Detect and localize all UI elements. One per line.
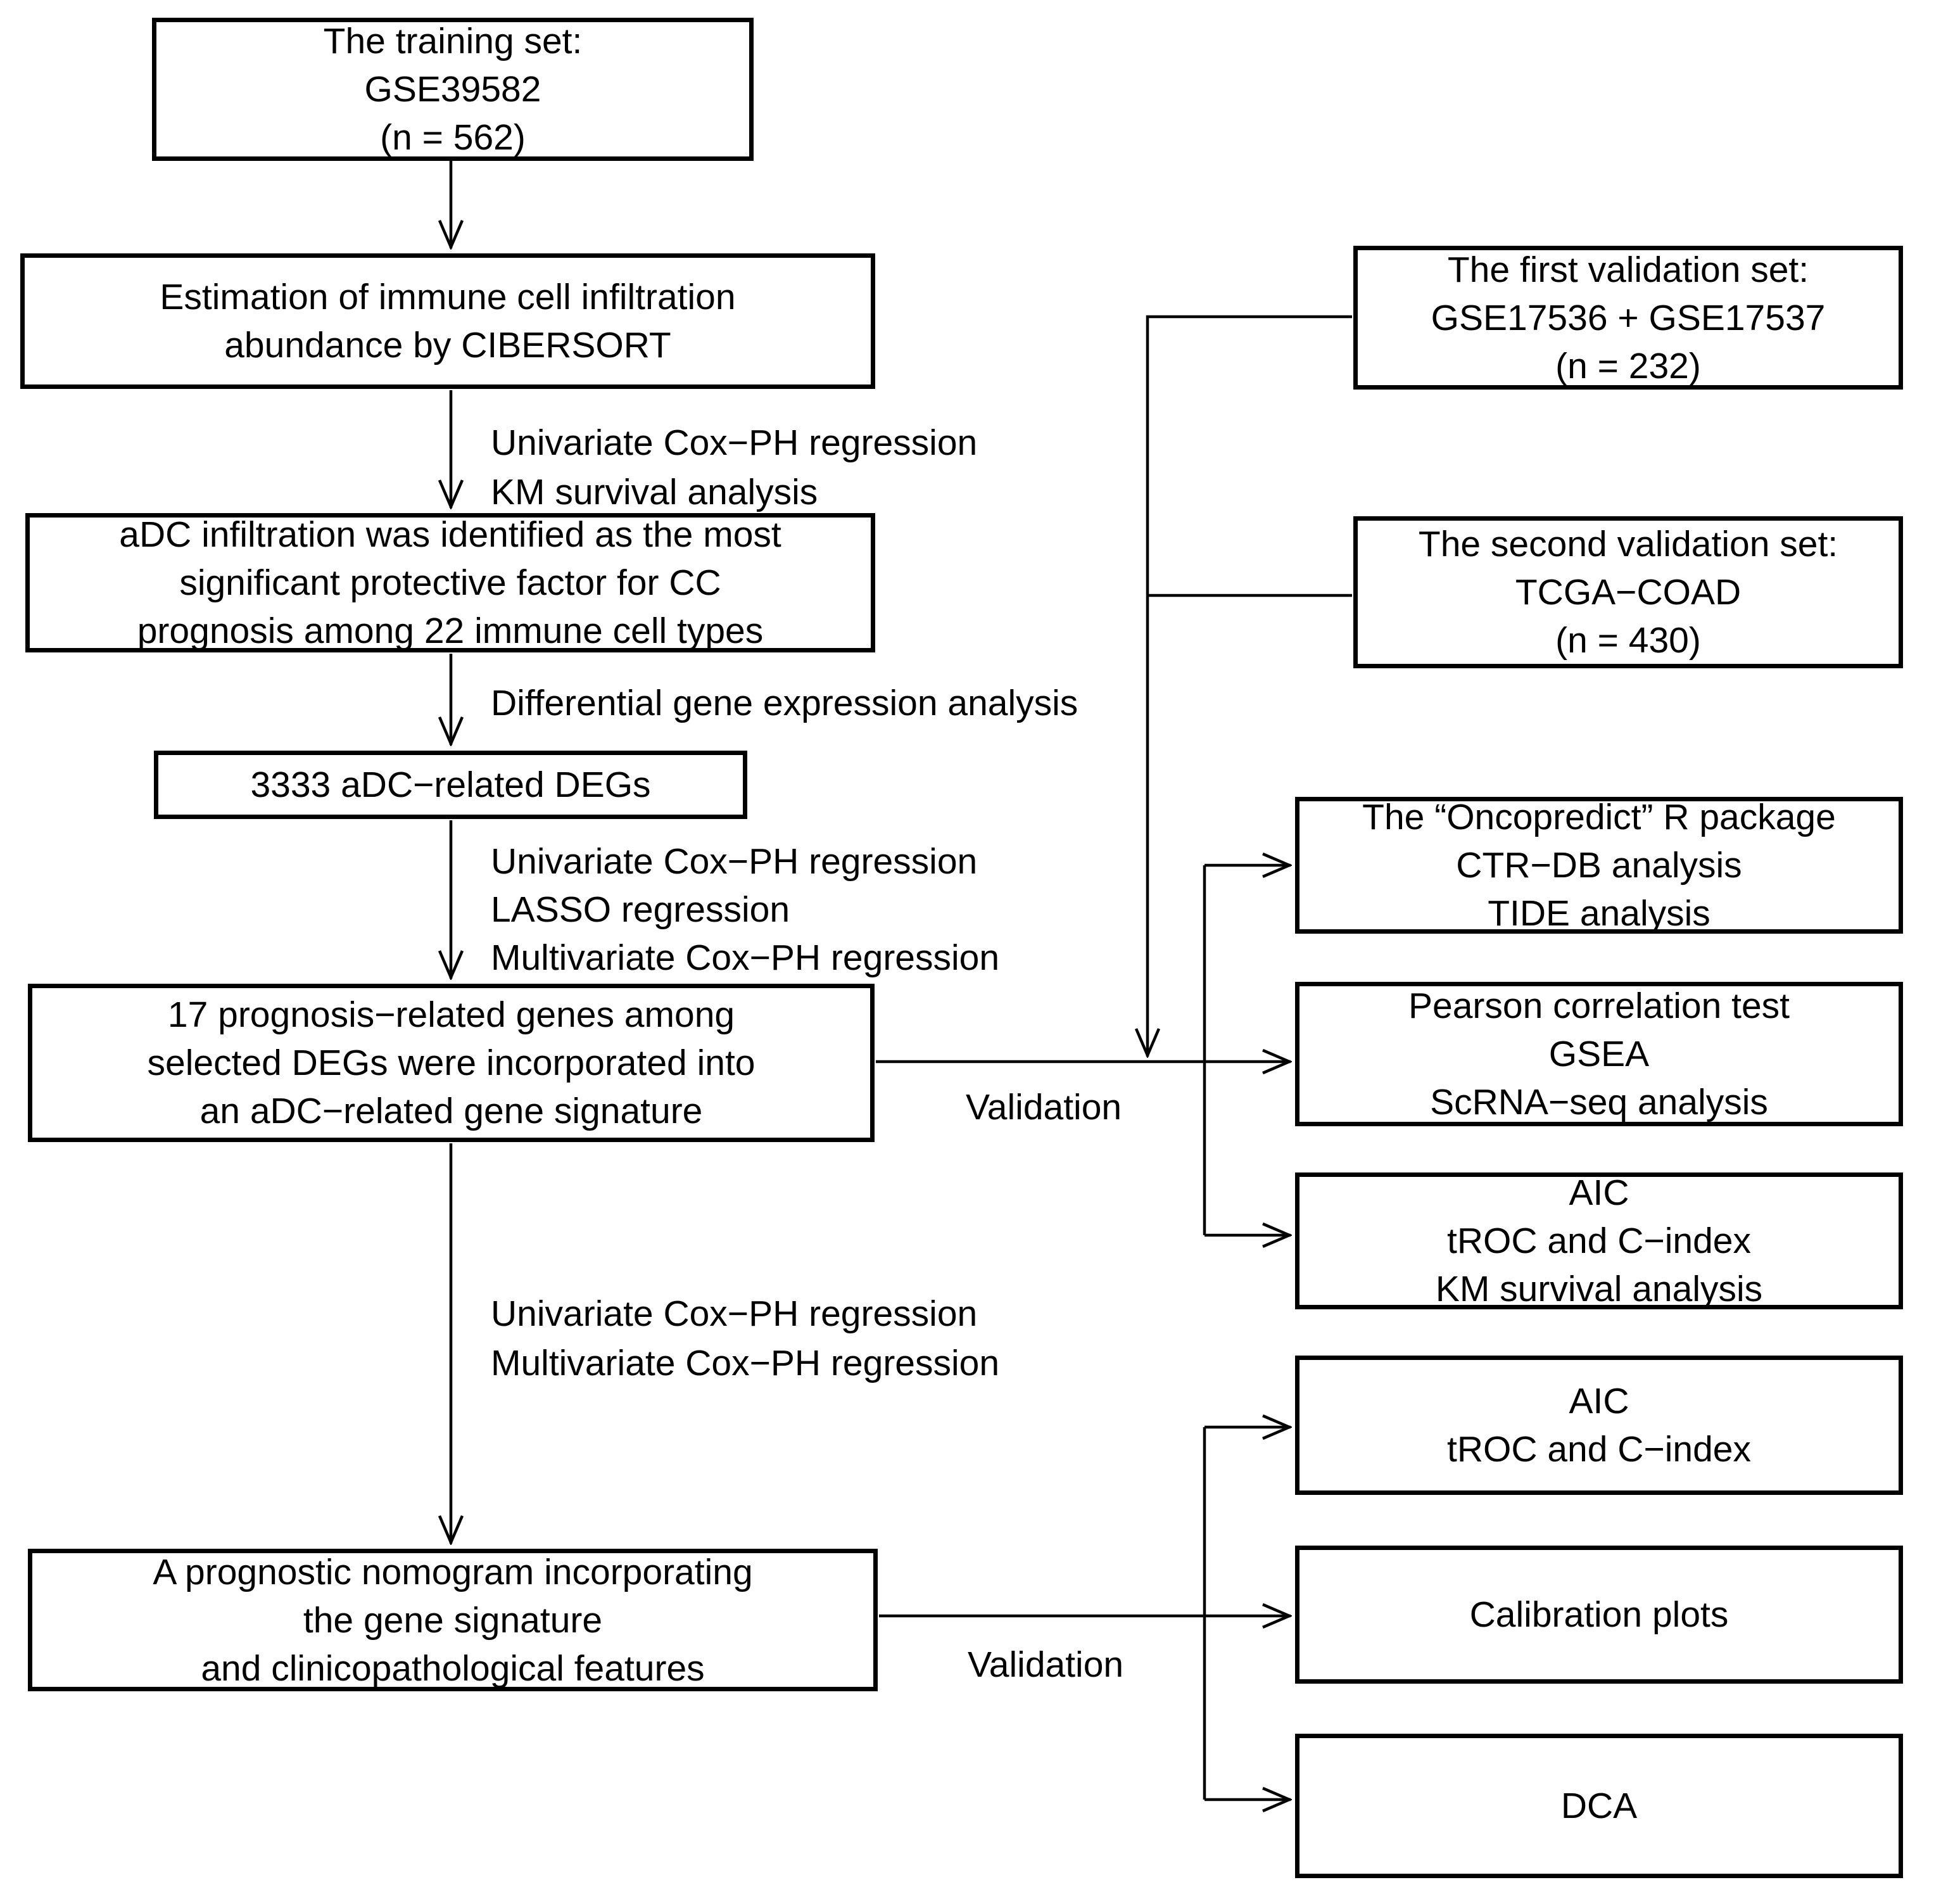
box-cibersort-estimation: Estimation of immune cell infiltration a… [20,253,875,389]
box-dca: DCA [1295,1734,1903,1878]
box-gene-signature-text: 17 prognosis−related genes among selecte… [147,994,756,1131]
box-oncopredict-analysis: The “Oncopredict” R package CTR−DB analy… [1295,797,1903,934]
box-aic-troc: AIC tROC and C−index [1295,1356,1903,1495]
bracket-validation-sets-arrow [1148,315,1352,1057]
box-aic-troc-km: AIC tROC and C−index KM survival analysi… [1295,1172,1903,1309]
edge-label-cox-uni-multivariate: Univariate Cox−PH regression Multivariat… [491,1293,1000,1383]
box-adc-finding: aDC infiltration was identified as the m… [25,513,875,652]
box-calibration-plots-text: Calibration plots [1469,1594,1729,1635]
box-pearson-gsea-scrna-text: Pearson correlation test GSEA ScRNA−seq … [1408,986,1790,1122]
box-adc-finding-text: aDC infiltration was identified as the m… [119,514,781,651]
box-prognostic-nomogram-text: A prognostic nomogram incorporating the … [153,1551,753,1689]
box-second-validation-set-text: The second validation set: TCGA−COAD (n … [1418,524,1838,661]
box-second-validation-set: The second validation set: TCGA−COAD (n … [1353,516,1903,668]
box-prognostic-nomogram: A prognostic nomogram incorporating the … [28,1549,878,1691]
box-aic-troc-text: AIC tROC and C−index [1447,1381,1751,1470]
box-training-set-text: The training set: GSE39582 (n = 562) [323,21,583,158]
box-adc-related-degs-text: 3333 aDC−related DEGs [250,765,651,805]
box-oncopredict-analysis-text: The “Oncopredict” R package CTR−DB analy… [1362,797,1836,934]
box-cibersort-estimation-text: Estimation of immune cell infiltration a… [160,277,736,365]
box-first-validation-set-text: The first validation set: GSE17536 + GSE… [1431,249,1826,386]
edge-label-cox-lasso-multivariate: Univariate Cox−PH regression LASSO regre… [491,841,1000,978]
edge-label-cox-km: Univariate Cox−PH regression KM survival… [491,423,978,512]
box-training-set: The training set: GSE39582 (n = 562) [152,18,754,161]
box-first-validation-set: The first validation set: GSE17536 + GSE… [1353,246,1903,390]
box-pearson-gsea-scrna: Pearson correlation test GSEA ScRNA−seq … [1295,982,1903,1126]
box-adc-related-degs: 3333 aDC−related DEGs [154,751,747,819]
box-dca-text: DCA [1560,1786,1638,1826]
box-aic-troc-km-text: AIC tROC and C−index KM survival analysi… [1435,1172,1763,1309]
box-calibration-plots: Calibration plots [1295,1546,1903,1684]
edge-label-validation-signature: Validation [966,1087,1122,1128]
box-gene-signature: 17 prognosis−related genes among selecte… [28,984,875,1142]
edge-label-differential-expression: Differential gene expression analysis [491,683,1078,723]
edge-label-validation-nomogram: Validation [968,1644,1124,1685]
